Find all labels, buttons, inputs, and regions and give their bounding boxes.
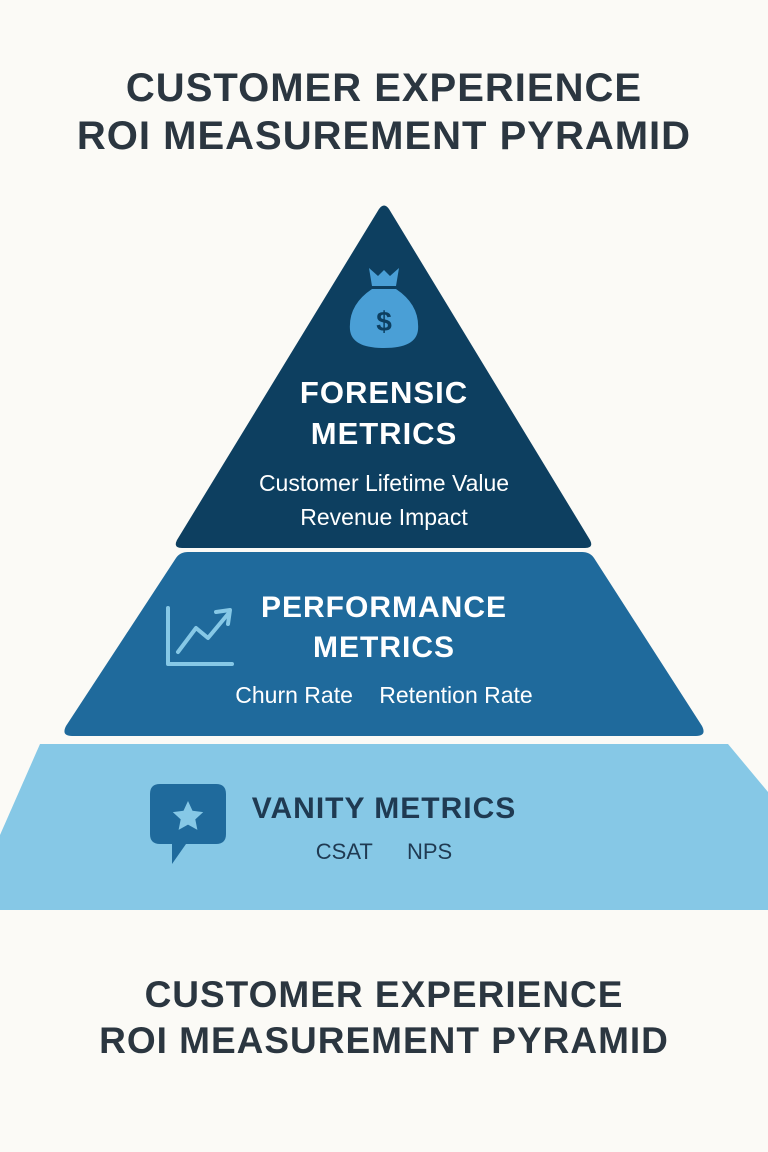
tier-forensic: FORENSIC METRICS Customer Lifetime Value… bbox=[0, 372, 768, 534]
title-line-2: ROI MEASUREMENT PYRAMID bbox=[76, 114, 692, 158]
tier-vanity-metrics: CSAT NPS bbox=[0, 837, 768, 867]
tier-performance-shape bbox=[64, 552, 704, 736]
tier-forensic-heading: FORENSIC METRICS bbox=[0, 372, 768, 454]
tier-vanity-heading-line-1: VANITY METRICS bbox=[251, 792, 517, 825]
tier-performance-heading-line-2: METRICS bbox=[313, 631, 455, 664]
svg-text:$: $ bbox=[376, 306, 392, 337]
star-speech-bubble-icon bbox=[150, 784, 226, 864]
metric-retention-rate: Retention Rate bbox=[379, 682, 533, 708]
tier-vanity-heading: VANITY METRICS bbox=[0, 789, 768, 829]
metric-churn-rate: Churn Rate bbox=[235, 682, 353, 708]
footer-title: CUSTOMER EXPERIENCE ROI MEASUREMENT PYRA… bbox=[0, 972, 768, 1064]
tier-forensic-heading-line-2: METRICS bbox=[310, 416, 458, 451]
title-line-1: CUSTOMER EXPERIENCE bbox=[125, 66, 643, 110]
tier-forensic-heading-line-1: FORENSIC bbox=[299, 375, 469, 410]
footer-title-line-1: CUSTOMER EXPERIENCE bbox=[144, 974, 624, 1015]
page-title: CUSTOMER EXPERIENCE ROI MEASUREMENT PYRA… bbox=[0, 64, 768, 160]
tier-performance: PERFORMANCE METRICS Churn Rate Retention… bbox=[0, 588, 768, 710]
tier-vanity: VANITY METRICS CSAT NPS bbox=[0, 789, 768, 867]
metric-csat: CSAT bbox=[315, 839, 373, 864]
tier-performance-heading: PERFORMANCE METRICS bbox=[0, 588, 768, 668]
trending-chart-icon bbox=[166, 606, 234, 666]
tier-forensic-metrics: Customer Lifetime Value Revenue Impact bbox=[0, 466, 768, 534]
tier-performance-metrics: Churn Rate Retention Rate bbox=[0, 680, 768, 710]
tier-forensic-shape bbox=[175, 205, 592, 548]
money-bag-icon: $ bbox=[349, 268, 419, 348]
tier-performance-heading-line-1: PERFORMANCE bbox=[260, 591, 507, 624]
metric-nps: NPS bbox=[406, 839, 453, 864]
metric-customer-lifetime-value: Customer Lifetime Value bbox=[258, 470, 510, 496]
footer-title-line-2: ROI MEASUREMENT PYRAMID bbox=[99, 1020, 669, 1061]
metric-revenue-impact: Revenue Impact bbox=[300, 504, 468, 530]
